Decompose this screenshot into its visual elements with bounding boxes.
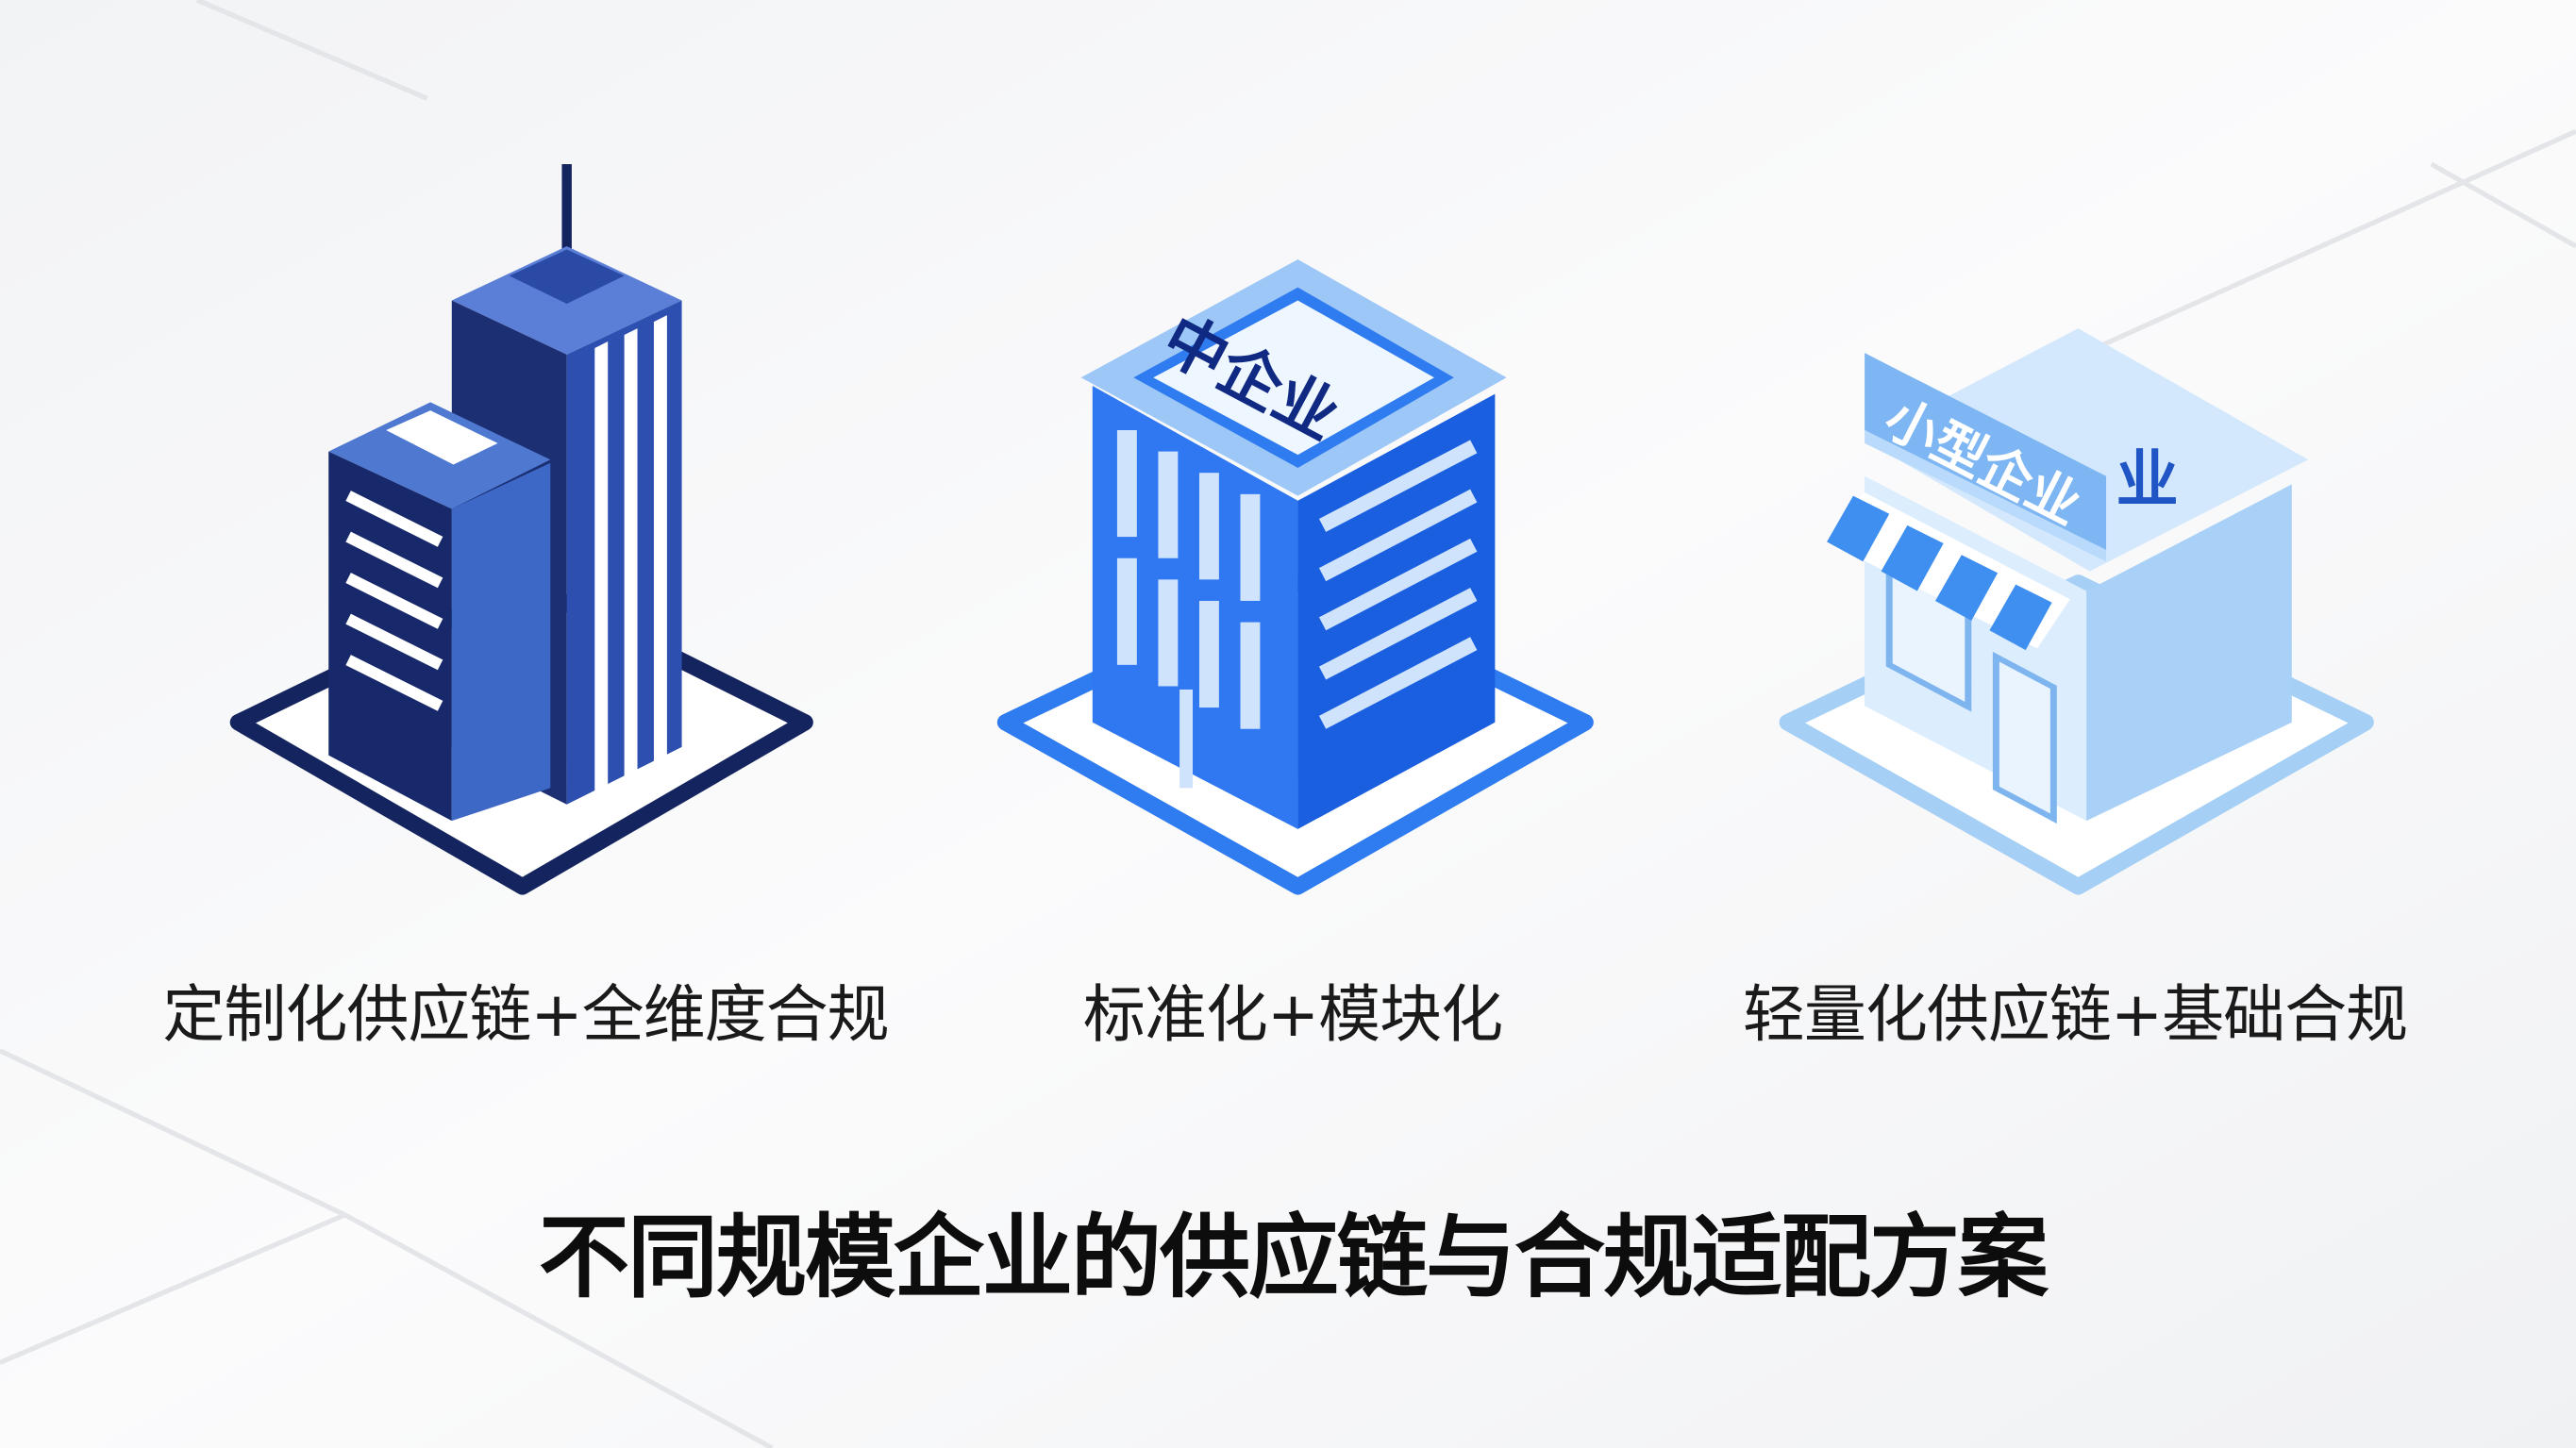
small-enterprise-sign-extra: 业 [2116,443,2179,516]
medium-enterprise-building: 中企业 [996,258,1594,895]
page-title: 不同规模企业的供应链与合规适配方案 [539,1205,2049,1310]
small-enterprise-caption: 轻量化供应链+基础合规 [1742,978,2408,1051]
awning [1827,492,2070,651]
large-enterprise-caption: 定制化供应链+全维度合规 [162,978,889,1051]
small-enterprise-shop: 小型企业 业 [1779,328,2374,895]
medium-enterprise-caption: 标准化+模块化 [1082,978,1503,1051]
